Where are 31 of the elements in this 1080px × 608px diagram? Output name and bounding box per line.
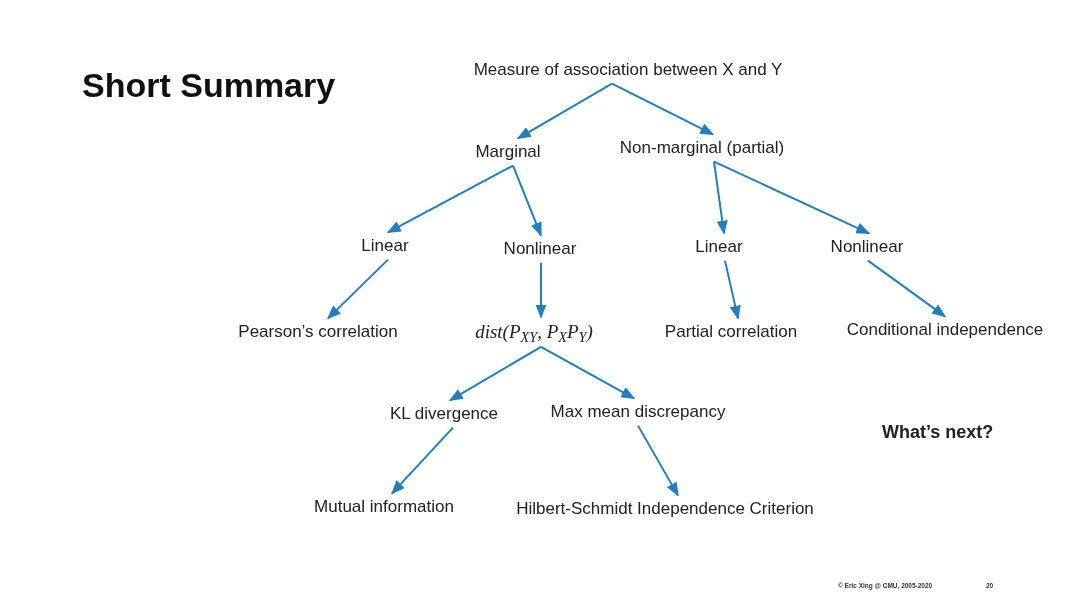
node-label: dist(P$_{XY}$, P$_{X}$P$_{Y}$) [475, 318, 593, 346]
note-text: What’s next? [882, 421, 994, 444]
arrow [724, 259, 741, 320]
slide-title: Short Summary [82, 65, 336, 106]
arrow [867, 259, 947, 318]
arrow [391, 426, 454, 495]
arrow [516, 82, 613, 140]
node-label: Partial correlation [664, 319, 798, 345]
node-label: Linear [695, 234, 743, 260]
arrow [512, 164, 542, 237]
node-label: Max mean discrepancy [550, 399, 726, 425]
arrow [637, 424, 679, 497]
node-label: KL divergence [389, 401, 499, 427]
arrow [611, 82, 715, 136]
node-label: Marginal [475, 139, 541, 165]
node-label: Non-marginal (partial) [619, 135, 785, 161]
arrow [327, 258, 389, 320]
node-label: Pearson’s correlation [238, 319, 398, 345]
arrow [713, 160, 728, 235]
node-label: Nonlinear [830, 234, 904, 260]
arrow [713, 160, 871, 235]
node-label: Mutual information [314, 494, 454, 520]
node-label: Linear [361, 233, 409, 259]
arrow [448, 345, 542, 402]
arrow [540, 345, 636, 400]
node-label: Hilbert-Schmidt Independence Criterion [516, 496, 814, 522]
node-label: Measure of association between X and Y [473, 57, 783, 83]
node-label: Nonlinear [503, 236, 577, 262]
arrow [386, 164, 514, 234]
node-label: Conditional independence [846, 317, 1044, 343]
arrow [535, 261, 547, 319]
